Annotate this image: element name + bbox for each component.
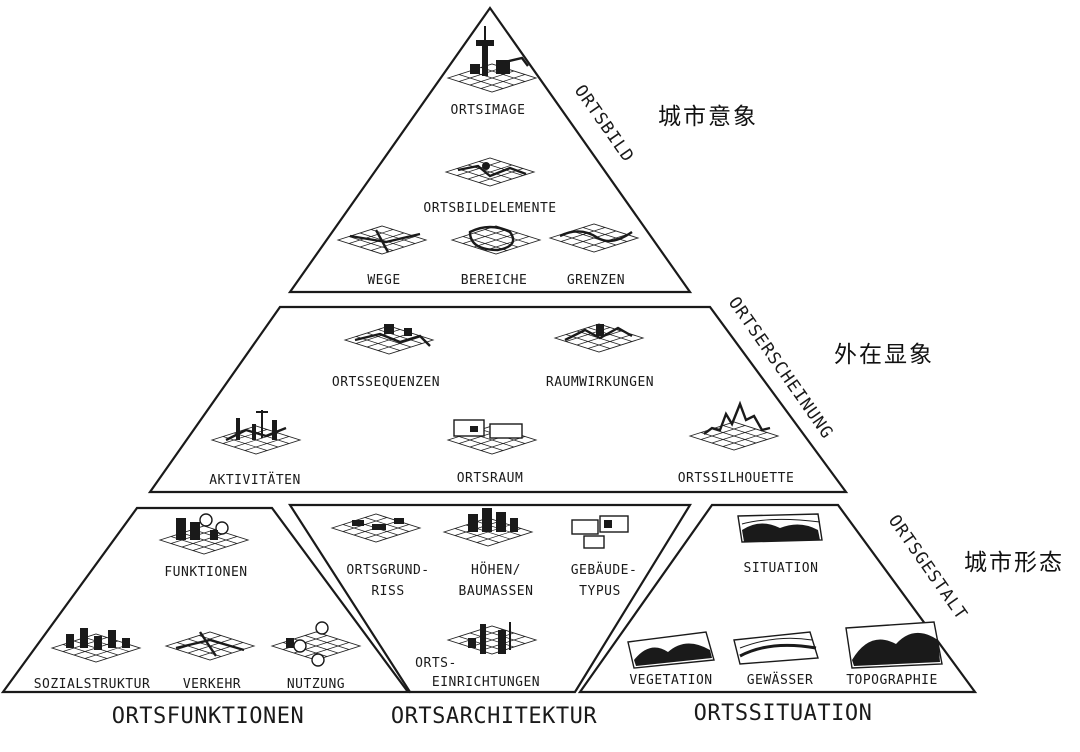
ortsbildelemente-thumbnail: [445, 157, 535, 187]
ortsraum-thumbnail: [447, 419, 537, 455]
sozialstruktur-label: SOZIALSTRUKTUR: [34, 677, 151, 692]
grenzen-label: GRENZEN: [567, 273, 625, 288]
ortsbild-chinese-label: 城市意象: [658, 104, 758, 130]
ortsbildelemente-label: ORTSBILDELEMENTE: [423, 201, 556, 216]
bereiche-label: BEREICHE: [461, 273, 528, 288]
ortseinrichtungen-thumbnail: [447, 622, 537, 655]
funktionen-thumbnail: [159, 513, 249, 555]
ortsgrundriss-label-line1: ORTSGRUND-: [346, 563, 429, 578]
ortsgrundriss-thumbnail: [331, 513, 421, 543]
ortsimage-thumbnail: [447, 26, 537, 93]
raumwirkungen-label: RAUMWIRKUNGEN: [546, 375, 654, 390]
ortssilhouette-label: ORTSSILHOUETTE: [678, 471, 795, 486]
ortserscheinung-chinese-label: 外在显象: [834, 342, 934, 368]
ortsfunktionen-section-frame: [0, 506, 411, 694]
raumwirkungen-thumbnail: [554, 323, 644, 353]
gewaesser-thumbnail: [733, 631, 819, 665]
ortssituation-base-label: ORTSSITUATION: [694, 701, 873, 726]
verkehr-label: VERKEHR: [183, 677, 241, 692]
ortseinrichtungen-label-line2: EINRICHTUNGEN: [432, 675, 540, 690]
wege-label: WEGE: [367, 273, 400, 288]
ortsgrundriss-label-line2: RISS: [371, 584, 404, 599]
ortsbild-side-label: ORTSBILD: [570, 81, 638, 166]
hoehen-label-line2: BAUMASSEN: [459, 584, 534, 599]
hoehen-baumassen-thumbnail: [443, 508, 533, 547]
gebaeudetypus-label-line2: TYPUS: [579, 584, 621, 599]
vegetation-thumbnail: [627, 631, 715, 669]
nutzung-label: NUTZUNG: [287, 677, 345, 692]
ortsgestalt-chinese-label: 城市形态: [964, 550, 1064, 576]
ortsraum-label: ORTSRAUM: [457, 471, 524, 486]
topographie-label: TOPOGRAPHIE: [846, 673, 938, 688]
situation-thumbnail: [737, 513, 823, 543]
ortssituation-section-frame: [577, 503, 978, 694]
bereiche-thumbnail: [451, 225, 541, 255]
ortsarchitektur-section-frame: [287, 503, 692, 694]
gebaeudetypus-thumbnail: [571, 515, 629, 549]
grenzen-thumbnail: [549, 223, 639, 253]
wege-thumbnail: [337, 225, 427, 255]
ortseinrichtungen-label-line1: ORTS-: [415, 656, 457, 671]
funktionen-label: FUNKTIONEN: [164, 565, 247, 580]
nutzung-thumbnail: [271, 621, 361, 667]
ortssequenzen-label: ORTSSEQUENZEN: [332, 375, 440, 390]
aktivitaeten-label: AKTIVITÄTEN: [209, 472, 301, 488]
situation-label: SITUATION: [744, 561, 819, 576]
vegetation-label: VEGETATION: [629, 673, 712, 688]
aktivitaeten-thumbnail: [211, 410, 301, 455]
ortserscheinung-tier-frame: [147, 305, 849, 494]
topographie-thumbnail: [845, 621, 943, 669]
hoehen-label-line1: HÖHEN/: [471, 561, 521, 578]
ortssequenzen-thumbnail: [344, 324, 434, 355]
sozialstruktur-thumbnail: [51, 628, 141, 663]
verkehr-thumbnail: [165, 631, 255, 661]
ortserscheinung-side-label: ORTSERSCHEINUNG: [724, 293, 837, 443]
gewaesser-label: GEWÄSSER: [747, 672, 814, 688]
ortsgestalt-side-label: ORTSGESTALT: [884, 511, 971, 624]
ortsbild-tier-frame: [287, 6, 693, 294]
ortsfunktionen-base-label: ORTSFUNKTIONEN: [112, 704, 304, 729]
gebaeudetypus-label-line1: GEBÄUDE-: [571, 562, 638, 578]
ortsimage-label: ORTSIMAGE: [451, 103, 526, 118]
ortsarchitektur-base-label: ORTSARCHITEKTUR: [391, 704, 597, 729]
ortssilhouette-thumbnail: [689, 400, 779, 451]
